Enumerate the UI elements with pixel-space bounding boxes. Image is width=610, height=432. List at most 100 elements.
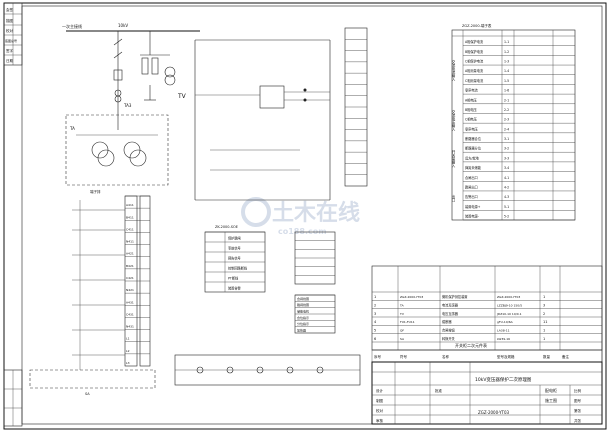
equipment-cell: 合闸按钮 bbox=[442, 327, 456, 332]
watermark: 土木在线 co188.com bbox=[241, 197, 360, 236]
right-row-code: 3-2 bbox=[504, 147, 509, 151]
right-row-code: 1-2 bbox=[504, 50, 509, 54]
title-block: 10kV变压器保护二次原理图 配电柜 施工图 ZGZ-2000-YT03 设计 … bbox=[371, 361, 603, 425]
one-line-title: 一次主接线 bbox=[62, 23, 82, 29]
terminal-row-label: A411 bbox=[126, 203, 134, 207]
stage-label: 施工图 bbox=[545, 397, 557, 403]
right-row-label: 零序电压 bbox=[465, 126, 479, 131]
mid-a-row-label: 保护跳闸 bbox=[228, 236, 241, 241]
terminal-row-label: A431 bbox=[126, 300, 134, 304]
margin-label: 校对 bbox=[6, 28, 13, 33]
right-row-code: 3-4 bbox=[504, 166, 509, 170]
terminal-row-label: N431 bbox=[126, 325, 134, 329]
equipment-cell: 6 bbox=[374, 337, 376, 341]
equipment-cell: 2 bbox=[543, 312, 545, 316]
equipment-cell: TA bbox=[399, 303, 405, 307]
equipment-cell: 电压互感器 bbox=[442, 311, 459, 316]
signal-column bbox=[344, 27, 368, 187]
equipment-column-header: 数量 bbox=[543, 354, 551, 359]
mid-b-row-label: 加热器 bbox=[297, 328, 306, 333]
equipment-column-header: 型号及规格 bbox=[497, 354, 515, 359]
role-label: 制图 bbox=[376, 398, 384, 403]
role-label: 校对 bbox=[376, 408, 384, 413]
terminal-row-label: L3 bbox=[126, 361, 130, 365]
bottom-small-label: SA bbox=[85, 392, 90, 396]
equipment-footer: 开关柜二次元件表 bbox=[455, 342, 487, 348]
bottom-circuit bbox=[174, 354, 361, 386]
margin-label: 会签 bbox=[6, 7, 13, 12]
right-row-label: C相电压 bbox=[465, 117, 478, 122]
terminal-row-label: B421 bbox=[126, 264, 134, 268]
equipment-cell: 1 bbox=[374, 295, 376, 299]
equipment-column-header: 符号 bbox=[400, 354, 408, 359]
mid-b-row-label: 分位指示 bbox=[297, 321, 309, 326]
bus-label: 10kV bbox=[118, 23, 128, 28]
left-margin-strip: 会签 描图 校对 底图总号 签字 日期 bbox=[3, 2, 23, 427]
drawing-frame bbox=[21, 5, 603, 425]
equipment-cell: 4 bbox=[374, 320, 377, 324]
right-row-code: 1-4 bbox=[504, 69, 509, 73]
watermark-text: 土木在线 bbox=[272, 200, 360, 226]
terminal-row-label: L1 bbox=[126, 337, 130, 341]
equipment-cell: 2 bbox=[374, 303, 376, 307]
equipment-column-header: 序号 bbox=[374, 354, 382, 359]
terminal-row-label: N411 bbox=[126, 240, 134, 244]
equipment-cell: QF bbox=[400, 328, 404, 332]
terminal-row-label: L2 bbox=[126, 349, 130, 353]
terminal-row-label: A421 bbox=[126, 252, 134, 256]
sheet-label: 图号 bbox=[574, 398, 582, 403]
group-label: 交流电流输入 bbox=[451, 59, 456, 82]
right-row-label: 告警出口 bbox=[465, 194, 478, 199]
equipment-cell: 1 bbox=[543, 328, 545, 332]
right-row-label: C相保护电流 bbox=[465, 59, 484, 64]
right-row-code: 4-2 bbox=[504, 185, 509, 189]
right-row-label: 跳闸出口 bbox=[465, 184, 478, 189]
drawing-number: ZGZ-2000-YT03 bbox=[478, 410, 510, 415]
right-row-code: 1-1 bbox=[504, 40, 509, 44]
equipment-cell: 11 bbox=[543, 320, 547, 324]
right-row-label: 零序电流 bbox=[465, 88, 479, 93]
right-row-code: 2-4 bbox=[504, 127, 509, 131]
one-line-diagram: 一次主接线 10kV TA3 TV TA bbox=[62, 23, 200, 186]
right-row-code: 5-1 bbox=[504, 205, 509, 209]
terminal-row-label: B411 bbox=[126, 215, 134, 219]
equipment-cell: 微机保护测控装置 bbox=[442, 294, 468, 299]
terminal-row-label: C431 bbox=[126, 312, 134, 316]
right-row-code: 2-1 bbox=[504, 98, 509, 102]
right-row-label: A相测量电流 bbox=[465, 68, 484, 73]
equipment-cell: 3 bbox=[374, 312, 376, 316]
terminal-row-label: N421 bbox=[126, 288, 134, 292]
equipment-cell: 3 bbox=[543, 303, 545, 307]
right-row-code: 3-1 bbox=[504, 137, 509, 141]
right-row-label: 远方/就地 bbox=[465, 155, 480, 160]
right-row-label: 合闸出口 bbox=[465, 175, 478, 180]
group-label: 交流电压输入 bbox=[451, 109, 456, 132]
drawing-title: 10kV变压器保护二次原理图 bbox=[475, 376, 532, 383]
right-row-label: 装置电源- bbox=[465, 214, 479, 219]
equipment-cell: JDZ10-10 10/0.1 bbox=[496, 312, 522, 316]
mid-b-row-label: 跳闸线圈 bbox=[297, 302, 309, 307]
margin-label: 描图 bbox=[6, 18, 13, 23]
equipment-cell: 电流互感器 bbox=[442, 302, 459, 307]
equipment-cell: 1 bbox=[543, 295, 545, 299]
right-row-code: 4-1 bbox=[504, 176, 509, 180]
relay-box bbox=[259, 85, 285, 109]
sheet-label: 比例 bbox=[574, 388, 582, 393]
sheet-label: 第张 bbox=[574, 408, 582, 413]
right-row-label: C相测量电流 bbox=[465, 78, 484, 83]
mid-a-row-label: 控制回路断线 bbox=[228, 266, 248, 271]
equipment-cell: 转换开关 bbox=[442, 336, 456, 341]
mid-a-row-label: 装置告警 bbox=[228, 286, 242, 291]
right-row-label: 断路器分位 bbox=[465, 146, 482, 151]
equipment-cell: SA bbox=[400, 337, 405, 341]
right-row-code: 1-5 bbox=[504, 79, 509, 83]
right-row-code: 1-3 bbox=[504, 60, 509, 64]
mid-a-row-label: 事故信号 bbox=[228, 246, 241, 251]
equipment-cell: 1 bbox=[543, 337, 545, 341]
margin-label: 日期 bbox=[6, 58, 13, 63]
right-row-label: 装置电源+ bbox=[465, 204, 481, 209]
